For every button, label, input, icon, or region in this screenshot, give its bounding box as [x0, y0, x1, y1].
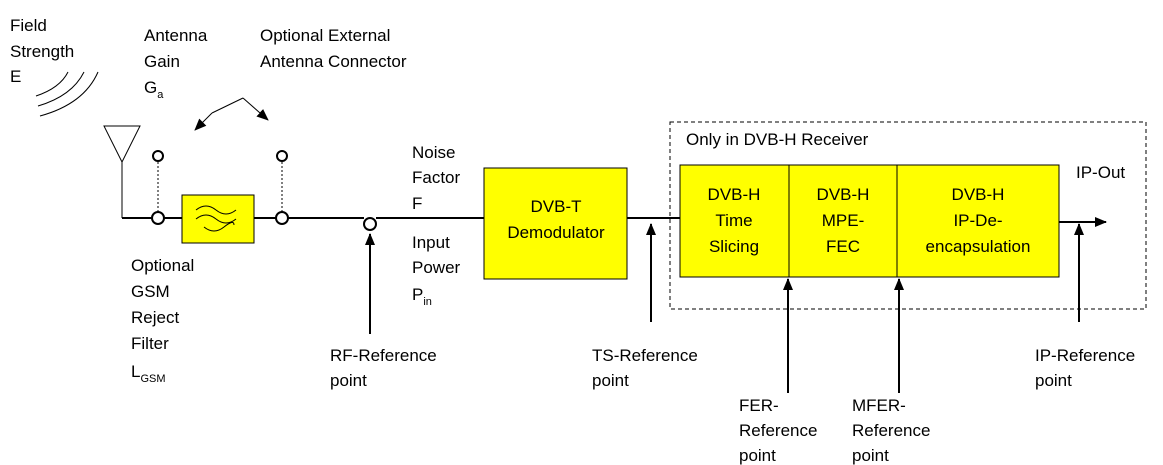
svg-text:MPE-: MPE-	[822, 211, 865, 230]
svg-text:Antenna: Antenna	[144, 26, 208, 45]
connector-terminal-right	[276, 150, 288, 162]
mpe-fec-label: DVB-H MPE- FEC	[817, 185, 870, 256]
ip-decap-block	[896, 164, 1060, 278]
dvb-h-receiver-title: Only in DVB-H Receiver	[686, 130, 869, 149]
svg-text:LGSM: LGSM	[131, 362, 166, 385]
rf-reference-node	[363, 217, 377, 231]
dvb-h-receiver-region	[669, 121, 1147, 310]
antenna-gain-label: Antenna Gain Ga	[144, 26, 208, 101]
svg-text:DVB-T: DVB-T	[531, 197, 582, 216]
svg-text:FEC: FEC	[826, 237, 860, 256]
svg-text:Ga: Ga	[144, 78, 164, 101]
svg-text:DVB-H: DVB-H	[952, 185, 1005, 204]
connector-terminal-left	[152, 150, 164, 162]
svg-text:Pin: Pin	[412, 285, 432, 308]
svg-text:F: F	[412, 194, 422, 213]
radio-waves-icon	[35, 71, 99, 117]
svg-text:point: point	[330, 371, 367, 390]
svg-text:FER-: FER-	[739, 396, 779, 415]
svg-text:TS-Reference: TS-Reference	[592, 346, 698, 365]
gsm-filter-label: Optional GSM Reject Filter LGSM	[131, 256, 194, 385]
svg-text:Reject: Reject	[131, 308, 179, 327]
demodulator-block	[483, 167, 628, 280]
svg-text:encapsulation: encapsulation	[926, 237, 1031, 256]
svg-text:Gain: Gain	[144, 52, 180, 71]
mpe-fec-block	[788, 164, 898, 278]
field-strength-label: Field Strength E	[10, 16, 74, 86]
connector-node-right	[275, 211, 289, 225]
gsm-filter-block	[181, 194, 255, 244]
svg-text:Input: Input	[412, 233, 450, 252]
svg-text:Power: Power	[412, 258, 461, 277]
svg-text:point: point	[1035, 371, 1072, 390]
svg-text:DVB-H: DVB-H	[817, 185, 870, 204]
svg-text:Slicing: Slicing	[709, 237, 759, 256]
time-slicing-block	[679, 164, 790, 278]
svg-text:Optional External: Optional External	[260, 26, 390, 45]
svg-text:IP-De-: IP-De-	[953, 211, 1002, 230]
svg-text:RF-Reference: RF-Reference	[330, 346, 437, 365]
ip-decap-label: DVB-H IP-De- encapsulation	[926, 185, 1031, 256]
svg-text:Strength: Strength	[10, 42, 74, 61]
svg-text:Filter: Filter	[131, 334, 169, 353]
svg-text:E: E	[10, 67, 21, 86]
ts-reference-label: TS-Reference point	[592, 346, 698, 390]
connector-node-left	[151, 211, 165, 225]
noise-factor-label: Noise Factor F	[412, 143, 461, 213]
ip-reference-label: IP-Reference point	[1035, 346, 1135, 390]
svg-text:Optional: Optional	[131, 256, 194, 275]
svg-text:point: point	[852, 446, 889, 465]
svg-text:Factor: Factor	[412, 168, 461, 187]
svg-text:DVB-H: DVB-H	[708, 185, 761, 204]
svg-text:GSM: GSM	[131, 282, 170, 301]
fer-reference-label: FER- Reference point	[739, 396, 817, 465]
input-power-label: Input Power Pin	[412, 233, 461, 308]
svg-text:Reference: Reference	[739, 421, 817, 440]
svg-text:point: point	[739, 446, 776, 465]
mfer-reference-label: MFER- Reference point	[852, 396, 930, 465]
rf-reference-label: RF-Reference point	[330, 346, 437, 390]
svg-text:Antenna Connector: Antenna Connector	[260, 52, 407, 71]
external-connector-label: Optional External Antenna Connector	[260, 26, 407, 71]
demodulator-label: DVB-T Demodulator	[507, 197, 605, 242]
time-slicing-label: DVB-H Time Slicing	[708, 185, 761, 256]
svg-text:Noise: Noise	[412, 143, 455, 162]
svg-text:point: point	[592, 371, 629, 390]
svg-text:Time: Time	[715, 211, 752, 230]
svg-text:Demodulator: Demodulator	[507, 223, 605, 242]
svg-text:Field: Field	[10, 16, 47, 35]
external-connector-arrow	[194, 97, 269, 131]
svg-text:MFER-: MFER-	[852, 396, 906, 415]
svg-text:IP-Reference: IP-Reference	[1035, 346, 1135, 365]
ip-out-label: IP-Out	[1076, 163, 1125, 182]
svg-text:Reference: Reference	[852, 421, 930, 440]
antenna-icon	[103, 125, 141, 218]
